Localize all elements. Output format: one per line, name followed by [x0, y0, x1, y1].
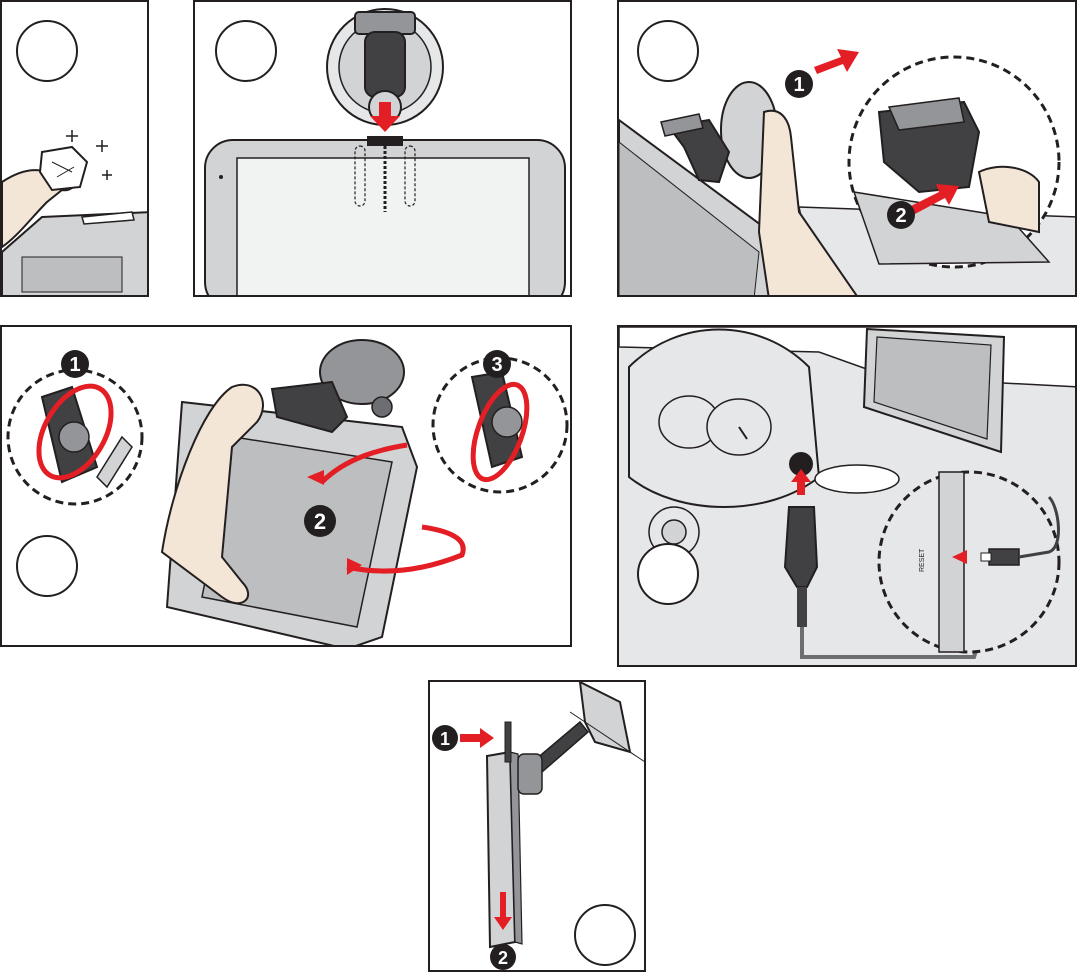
step-badge-2: 2 [490, 944, 516, 970]
panel-press-suction: 1 2 [617, 0, 1077, 297]
detail-magnifier [849, 57, 1059, 267]
step-number-circle [637, 20, 699, 82]
svg-text:RESET: RESET [919, 548, 926, 572]
panel-adjust-angle: 1 2 3 [0, 325, 572, 647]
svg-text:1: 1 [793, 74, 804, 96]
step-badge-3: 3 [483, 350, 511, 378]
navigation-device-icon [864, 329, 1004, 452]
panel-clean-windshield [0, 0, 149, 297]
step-badge-1: 1 [785, 70, 813, 98]
detail-magnifier-left [8, 370, 142, 504]
panel-remove-device: 1 2 [428, 680, 646, 972]
connect-power-illustration: RESET [619, 327, 1077, 667]
step-number-circle [215, 20, 277, 82]
step-number-circle [16, 20, 78, 82]
step-badge-1: 1 [432, 725, 458, 751]
svg-text:1: 1 [440, 729, 450, 749]
step-badge-2: 2 [304, 505, 336, 537]
panel-connect-power: RESET [617, 325, 1077, 667]
svg-text:2: 2 [498, 948, 508, 968]
suction-mount-icon [272, 340, 404, 432]
suction-mount-icon [505, 682, 630, 794]
step-badge-2: 2 [887, 201, 915, 229]
svg-text:2: 2 [314, 509, 326, 534]
svg-text:1: 1 [69, 354, 80, 376]
step-number-circle [574, 904, 636, 966]
panel-attach-mount [193, 0, 572, 297]
detail-magnifier-right [433, 358, 567, 492]
svg-text:2: 2 [895, 205, 906, 227]
svg-text:3: 3 [491, 354, 502, 376]
detail-magnifier: RESET [879, 472, 1059, 652]
wipe-cloth-icon [40, 147, 87, 190]
adjust-angle-illustration: 1 2 3 [2, 327, 572, 647]
step-badge-1: 1 [61, 350, 89, 378]
push-arrow-icon [814, 49, 859, 74]
step-number-circle [16, 535, 78, 597]
step-number-circle [637, 543, 699, 605]
